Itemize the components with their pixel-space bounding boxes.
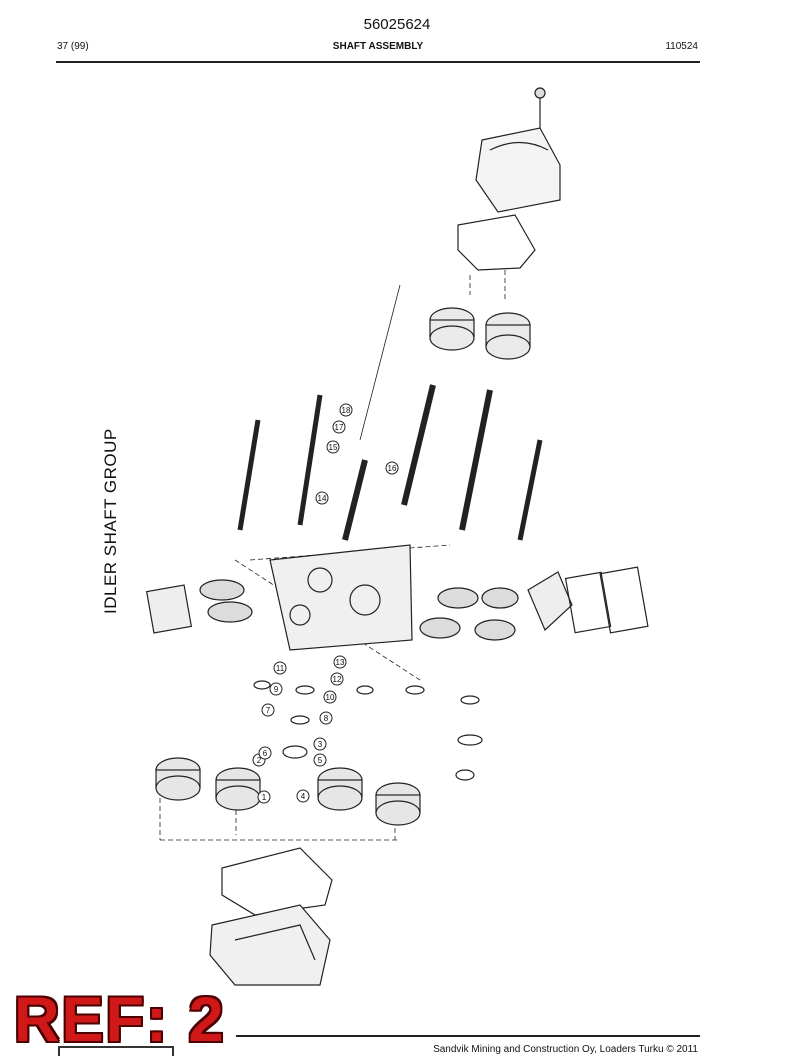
ref-stamp: REF: 2: [14, 985, 226, 1055]
callout-15: 15: [329, 443, 338, 452]
callout-10: 10: [326, 693, 335, 702]
callout-1: 1: [262, 793, 267, 802]
callout-18: 18: [342, 406, 351, 415]
callout-8: 8: [324, 714, 329, 723]
callout-16: 16: [388, 464, 397, 473]
footer-rule: [236, 1035, 700, 1037]
footer-copyright: Sandvik Mining and Construction Oy, Load…: [433, 1044, 698, 1055]
page-number: 37 (99): [57, 41, 89, 52]
callout-9: 9: [274, 685, 279, 694]
callout-5: 5: [318, 756, 323, 765]
callout-13: 13: [336, 658, 345, 667]
callout-11: 11: [276, 664, 285, 673]
callout-14: 14: [318, 494, 327, 503]
revision-code: 110524: [665, 41, 698, 52]
callout-7: 7: [266, 706, 271, 715]
callout-3: 3: [318, 740, 323, 749]
callout-12: 12: [333, 675, 342, 684]
callout-6: 6: [263, 749, 268, 758]
header-rule: [56, 61, 700, 63]
callout-2: 2: [257, 756, 262, 765]
sandvik-logo: [58, 1046, 174, 1056]
callout-17: 17: [335, 423, 344, 432]
callout-4: 4: [301, 792, 306, 801]
page-title: SHAFT ASSEMBLY: [332, 41, 424, 52]
document-number: 56025624: [363, 16, 431, 33]
